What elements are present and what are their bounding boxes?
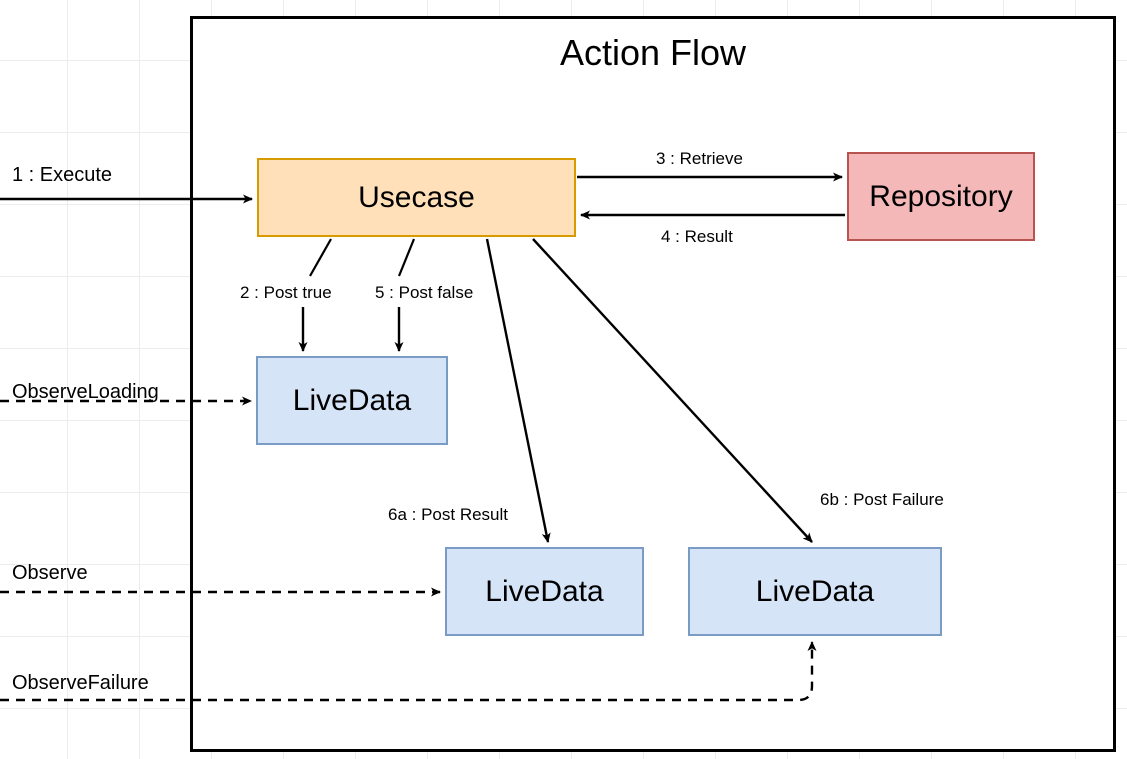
node-livedata-loading-label: LiveData <box>292 383 412 417</box>
node-livedata-failure[interactable]: LiveData <box>688 547 942 636</box>
node-repository-label: Repository <box>869 179 1013 213</box>
node-repository[interactable]: Repository <box>847 152 1035 241</box>
node-livedata-result-label: LiveData <box>485 574 604 608</box>
edge-label-post-failure: 6b : Post Failure <box>820 490 944 509</box>
edge-label-observe: Observe <box>12 562 88 584</box>
node-usecase[interactable]: Usecase <box>257 158 576 237</box>
edge-label-post-true: 2 : Post true <box>240 283 332 302</box>
edge-label-observe-failure: ObserveFailure <box>12 672 149 694</box>
edge-label-retrieve: 3 : Retrieve <box>656 149 743 168</box>
edge-label-execute: 1 : Execute <box>12 164 113 186</box>
edge-label-observe-loading: ObserveLoading <box>12 381 159 403</box>
node-livedata-failure-label: LiveData <box>755 574 875 608</box>
node-livedata-result[interactable]: LiveData <box>445 547 644 636</box>
edge-label-result: 4 : Result <box>661 227 733 246</box>
edge-label-post-result: 6a : Post Result <box>388 505 509 524</box>
page-title: Action Flow <box>559 32 747 73</box>
edge-label-post-false: 5 : Post false <box>375 283 474 302</box>
node-usecase-label: Usecase <box>358 180 475 214</box>
node-livedata-loading[interactable]: LiveData <box>256 356 448 445</box>
